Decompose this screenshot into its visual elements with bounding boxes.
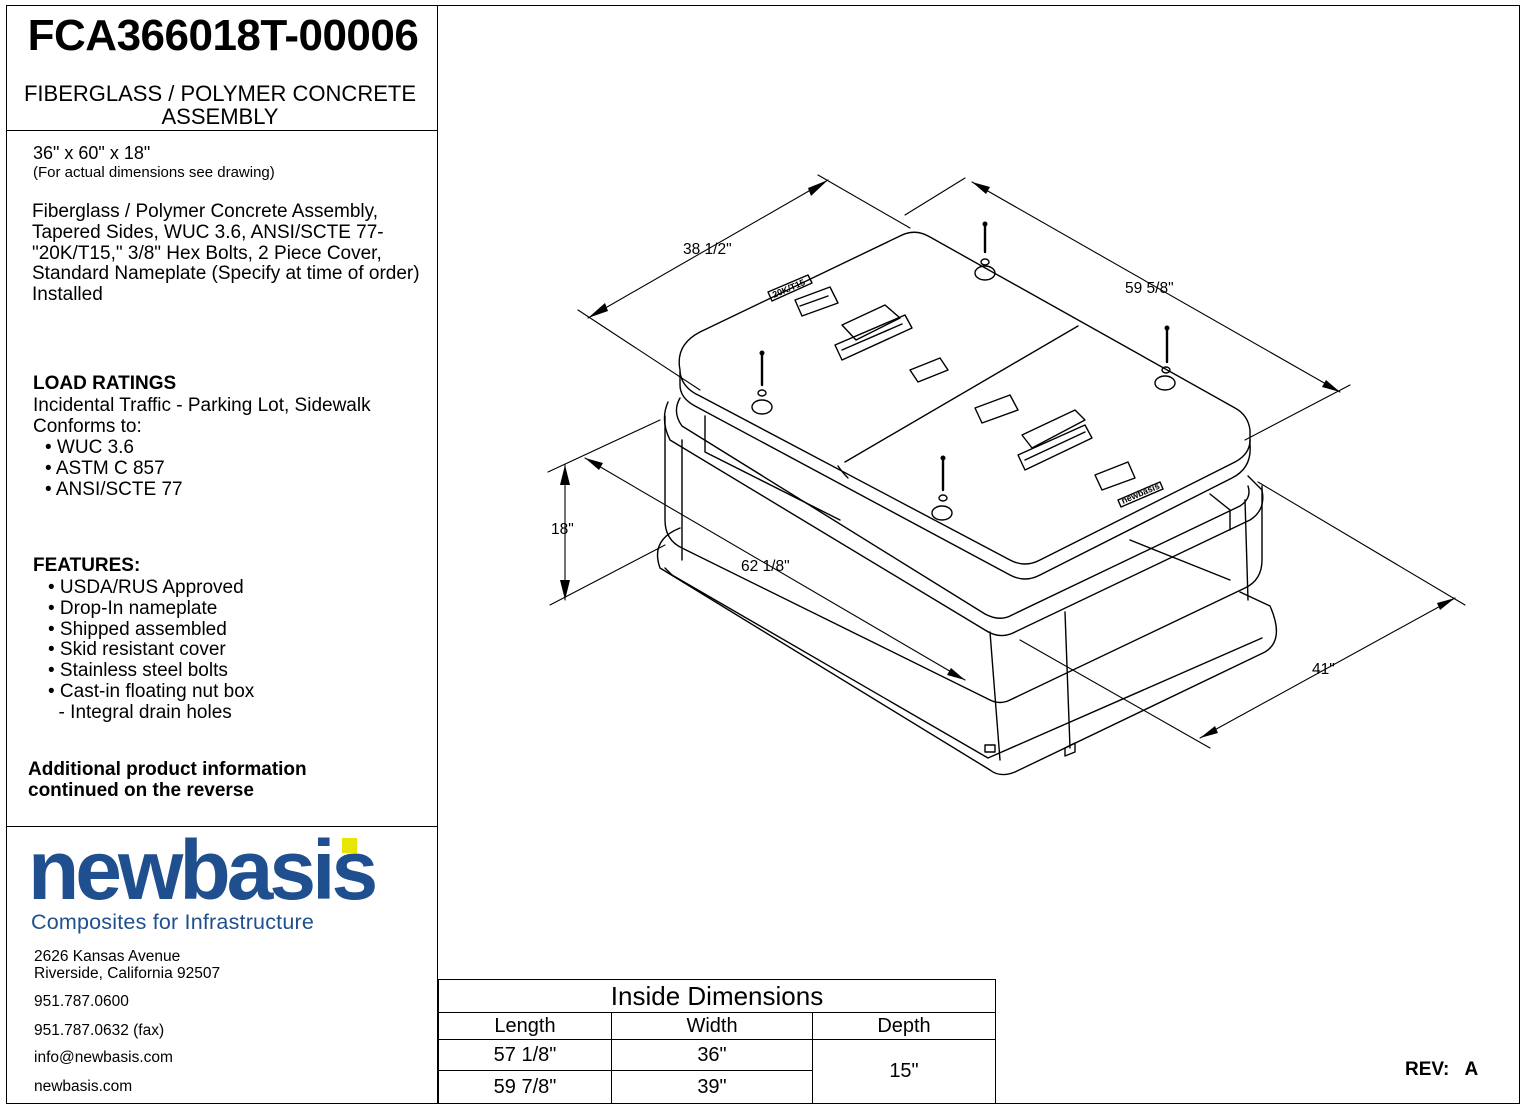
features-heading: FEATURES: <box>33 555 141 576</box>
info-column <box>6 5 438 1104</box>
list-item: • WUC 3.6 <box>45 437 134 458</box>
dim-width-bottom: 41" <box>1312 661 1335 678</box>
inside-dimensions-table: Inside Dimensions Length Width Depth 57 … <box>438 979 996 1104</box>
revision: REV: A <box>1405 1059 1478 1081</box>
table-cell: 39" <box>611 1070 813 1104</box>
divider <box>6 826 438 827</box>
address-line: 2626 Kansas Avenue <box>34 948 181 965</box>
list-item: • Shipped assembled <box>48 618 227 640</box>
list-item: • Stainless steel bolts <box>48 660 228 682</box>
subtitle-line: FIBERGLASS / POLYMER CONCRETE <box>23 81 416 106</box>
additional-info-line: Additional product information <box>28 759 307 780</box>
list-item: • ANSI/SCTE 77 <box>45 478 183 500</box>
divider <box>6 130 438 131</box>
table-cell: 57 1/8" <box>438 1039 612 1071</box>
additional-info-line: continued on the reverse <box>28 780 254 801</box>
depth-cell: 15" <box>812 1039 996 1104</box>
website-link[interactable]: newbasis.com <box>34 1078 133 1095</box>
subtitle-line: ASSEMBLY <box>161 104 279 129</box>
revision-label: REV: <box>1405 1059 1450 1080</box>
list-item: • ASTM C 857 <box>45 457 165 479</box>
product-description: Fiberglass / Polymer Concrete Assembly, … <box>32 201 420 306</box>
standards-list: • WUC 3.6 • ASTM C 857 • ANSI/SCTE 77 <box>45 437 183 500</box>
column-header: Length <box>438 1012 612 1040</box>
nominal-size: 36" x 60" x 18" <box>33 143 151 163</box>
column-header: Width <box>611 1012 813 1040</box>
list-item: • Cast-in floating nut box <box>48 680 255 702</box>
dim-width-top: 38 1/2" <box>683 241 732 258</box>
table-title: Inside Dimensions <box>438 979 996 1013</box>
assembly-drawing: 38 1/2" 59 5/8" 18" 62 1/8" 41" 20K/T15 … <box>547 174 1466 776</box>
logo-accent-square <box>342 838 357 853</box>
list-item: • Skid resistant cover <box>48 639 226 661</box>
dim-length-top: 59 5/8" <box>1125 280 1174 297</box>
revision-value: A <box>1464 1059 1479 1080</box>
company-logo: newbasis <box>28 823 378 917</box>
table-cell: 59 7/8" <box>438 1070 612 1104</box>
company-tagline: Composites for Infrastructure <box>31 910 315 934</box>
table-row: 57 1/8" 36" 15" <box>438 1039 996 1104</box>
product-subtitle: FIBERGLASS / POLYMER CONCRETE ASSEMBLY <box>6 82 434 128</box>
column-header: Depth <box>812 1012 996 1040</box>
phone-number: 951.787.0600 <box>34 993 129 1010</box>
size-note: (For actual dimensions see drawing) <box>33 164 275 181</box>
features-list: • USDA/RUS Approved • Drop-In nameplate … <box>48 577 255 724</box>
table-cell: 36" <box>611 1039 813 1071</box>
cover-rating-label: 20K/T15 <box>771 277 807 300</box>
table-row: 59 7/8" 39" <box>438 1070 996 1104</box>
conforms-label: Conforms to: <box>33 416 142 437</box>
fax-number: 951.787.0632 (fax) <box>34 1022 165 1039</box>
part-number: FCA366018T-00006 <box>27 11 419 60</box>
email-address[interactable]: info@newbasis.com <box>34 1049 173 1066</box>
traffic-rating: Incidental Traffic - Parking Lot, Sidewa… <box>33 395 371 416</box>
address-line: Riverside, California 92507 <box>34 965 221 982</box>
load-ratings-heading: LOAD RATINGS <box>33 373 177 394</box>
drawing-frame <box>6 5 1520 1104</box>
dim-height: 18" <box>551 521 574 538</box>
list-item: • Drop-In nameplate <box>48 597 218 619</box>
list-item: • USDA/RUS Approved <box>48 577 244 598</box>
dim-length-bottom: 62 1/8" <box>741 558 790 575</box>
list-item: - Integral drain holes <box>48 701 232 723</box>
